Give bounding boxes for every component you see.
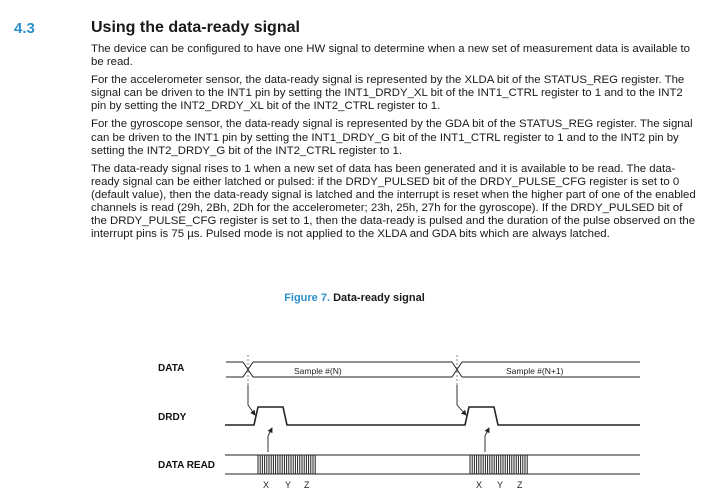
section-body: The device can be configured to have one… bbox=[91, 43, 699, 246]
axis-label-y-1: Y bbox=[285, 480, 291, 490]
transition-markers bbox=[247, 355, 458, 385]
read-burst-1 bbox=[257, 455, 316, 474]
axis-label-x-1: X bbox=[263, 480, 269, 490]
figure-caption: Figure 7. Data-ready signal bbox=[0, 292, 709, 304]
figure-title: Data-ready signal bbox=[333, 292, 425, 304]
sample-label-n-plus-1: Sample #(N+1) bbox=[506, 366, 564, 376]
paragraph-accelerometer: For the accelerometer sensor, the data-r… bbox=[91, 74, 685, 113]
section-title: Using the data-ready signal bbox=[91, 19, 300, 36]
data-read-waveform bbox=[225, 454, 640, 475]
signal-label-data-read: DATA READ bbox=[158, 460, 215, 471]
signal-label-drdy: DRDY bbox=[158, 412, 187, 423]
read-burst-2 bbox=[469, 455, 528, 474]
signal-label-data: DATA bbox=[158, 363, 184, 374]
timing-arrows bbox=[247, 385, 490, 452]
data-bus-waveform bbox=[226, 361, 640, 378]
axis-label-x-2: X bbox=[476, 480, 482, 490]
section-number: 4.3 bbox=[14, 20, 35, 37]
sample-label-n: Sample #(N) bbox=[294, 366, 342, 376]
figure-number: Figure 7. bbox=[284, 292, 331, 304]
axis-label-z-2: Z bbox=[517, 480, 523, 490]
paragraph-intro: The device can be configured to have one… bbox=[91, 43, 690, 69]
paragraph-latched-pulsed: The data-ready signal rises to 1 when a … bbox=[91, 162, 696, 241]
drdy-waveform bbox=[225, 406, 640, 426]
axis-label-y-2: Y bbox=[497, 480, 503, 490]
axis-label-z-1: Z bbox=[304, 480, 310, 490]
paragraph-gyroscope: For the gyroscope sensor, the data-ready… bbox=[91, 118, 693, 157]
